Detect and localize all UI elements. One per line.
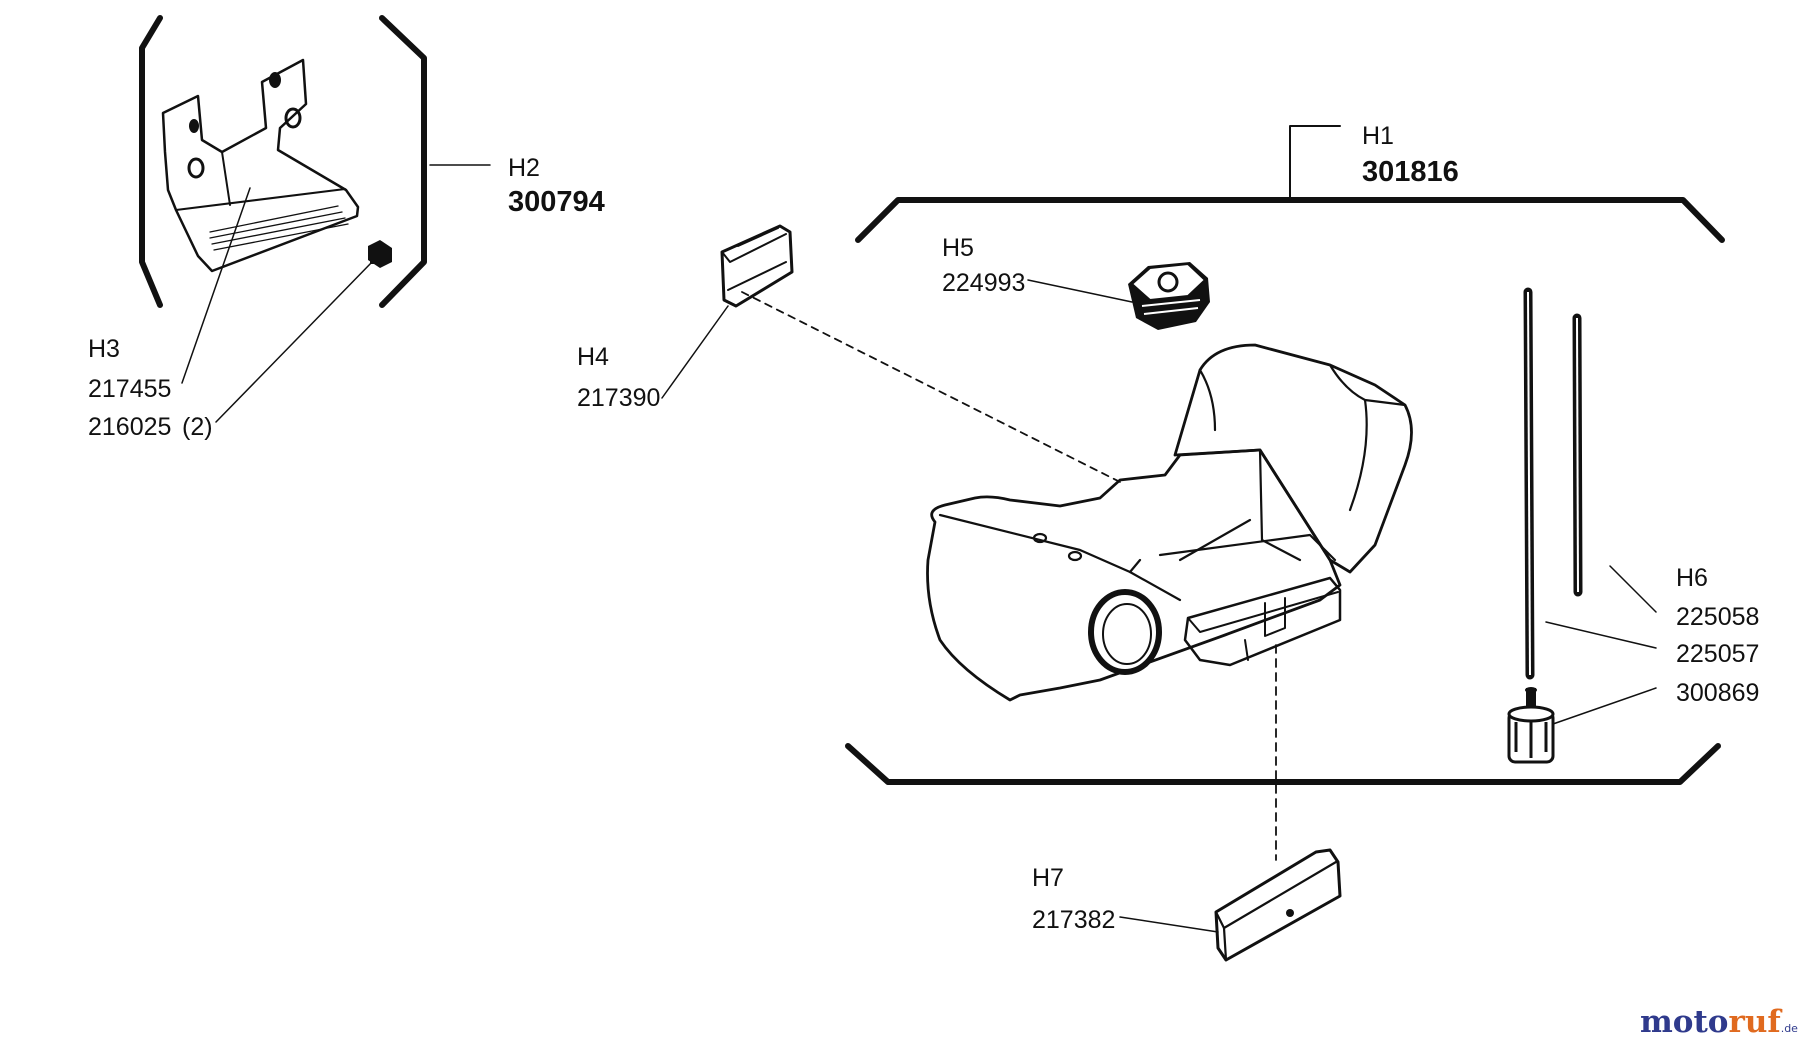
h6-ref-label: H6: [1676, 564, 1708, 592]
svg-text:motoruf.de: motoruf.de: [1640, 1004, 1798, 1040]
h2-part-number: 300794: [508, 186, 605, 218]
h4-ref-label: H4: [577, 343, 609, 371]
h2-assembly-bracket: [139, 15, 427, 308]
h6-part-number-3: 300869: [1676, 679, 1759, 707]
h6-leader-300869: [1552, 687, 1657, 725]
h4-clip-drawing: [720, 224, 794, 308]
watermark-ruf: ruf: [1728, 1004, 1782, 1040]
h7-ref-label: H7: [1032, 864, 1064, 892]
h7-part-number: 217382: [1032, 906, 1115, 934]
h5-part-number: 224993: [942, 269, 1025, 297]
h2-ref-label: H2: [508, 154, 540, 182]
h7-clip-drawing: [1214, 848, 1342, 962]
h3-plate-leader: [181, 187, 251, 384]
h3-part-number-plate: 217455: [88, 375, 171, 403]
h4-leader-line: [661, 305, 729, 399]
h5-fuel-cap-drawing: [1128, 262, 1210, 330]
h7-leader-line: [1119, 916, 1219, 933]
fuel-line-long-drawing: [1523, 287, 1535, 680]
h3-screw-qty: (2): [182, 413, 213, 441]
h3-screw-leader: [215, 261, 373, 423]
h6-part-number-1: 225058: [1676, 603, 1759, 631]
h5-leader-line: [1027, 279, 1133, 303]
screw-drawing: [368, 240, 392, 268]
h1-part-number: 301816: [1362, 156, 1459, 188]
h3-part-number-screw: 216025: [88, 413, 171, 441]
watermark-suffix: .de: [1781, 1022, 1798, 1035]
h1-leader-line: [1289, 125, 1341, 201]
h6-leader-225058: [1609, 565, 1657, 613]
fuel-filter-drawing: [1507, 687, 1555, 764]
watermark-moto: moto: [1640, 1004, 1728, 1040]
h6-leader-225057: [1545, 621, 1657, 649]
h4-part-number: 217390: [577, 384, 660, 412]
motoruf-watermark: motoruf.de: [1640, 1004, 1798, 1040]
mounting-plate-drawing: [161, 58, 360, 273]
h1-ref-label: H1: [1362, 122, 1394, 150]
fuel-tank-drawing: [926, 343, 1413, 702]
h4-dashed-leader: [741, 291, 1121, 483]
fuel-line-short-drawing: [1572, 313, 1583, 597]
h3-ref-label: H3: [88, 335, 120, 363]
h6-part-number-2: 225057: [1676, 640, 1759, 668]
h5-ref-label: H5: [942, 234, 974, 262]
